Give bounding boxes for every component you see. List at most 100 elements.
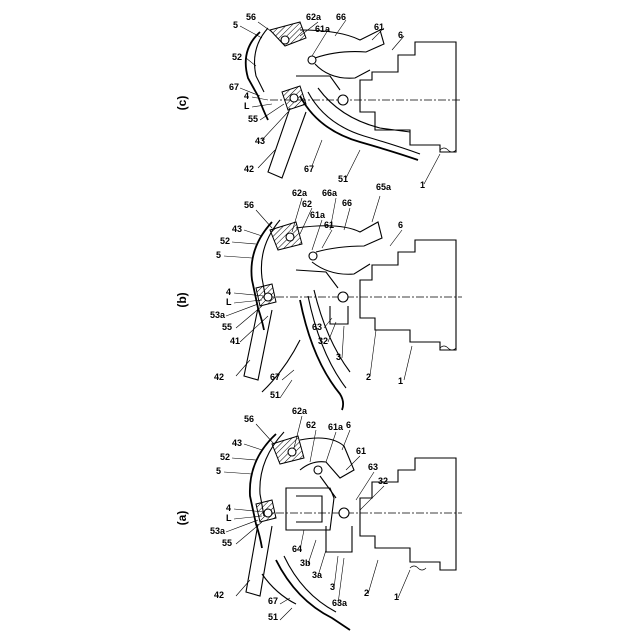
label-b-52: 52 [220,236,230,246]
label-b-6: 6 [398,220,403,230]
label-a-61a: 61a [328,422,344,432]
label-a-32: 32 [378,476,388,486]
pivot-4-a [264,509,272,517]
label-b-3: 3 [336,352,341,362]
label-b-42: 42 [214,372,224,382]
label-a-62: 62 [306,420,316,430]
label-b-62a: 62a [292,188,308,198]
label-b-53a: 53a [210,310,226,320]
pivot-62a-a [288,448,296,456]
label-b-61: 61 [324,220,334,230]
leaders-a [224,416,410,620]
piston-64-a [286,488,334,530]
label-c-43: 43 [255,136,265,146]
piston-inner-a [296,496,322,522]
base-body-c [360,42,456,152]
arm-61-b [296,222,382,252]
base-body-b [360,240,456,350]
pivot-62a-c [281,36,289,44]
label-a-52: 52 [220,452,230,462]
label-b-56: 56 [244,200,254,210]
link-c [296,76,340,90]
caption-a: (a) [175,511,189,526]
label-c-6: 6 [398,30,403,40]
label-b-1: 1 [398,376,403,386]
trigger-42-b [244,308,272,380]
label-a-62a: 62a [292,406,308,416]
base-wavy-c [440,148,456,152]
label-c-62a: 62a [306,12,322,22]
arm-66-b [312,262,370,274]
label-b-4: 4 [226,287,231,297]
label-b-32: 32 [318,336,328,346]
pivot-4-c [290,94,298,102]
label-a-6: 6 [346,420,351,430]
label-c-51: 51 [338,174,348,184]
label-c-61: 61 [374,22,384,32]
plunger-3-b [330,306,348,324]
label-c-56: 56 [246,12,256,22]
pivot-61-c [308,56,316,64]
label-a-4: 4 [226,503,231,513]
label-b-51: 51 [270,390,280,400]
label-c-55: 55 [248,114,258,124]
head-cover-a [250,434,276,548]
spring-67-b [262,340,300,392]
label-c-67: 67 [229,82,239,92]
label-b-41: 41 [230,336,240,346]
label-a-43: 43 [232,438,242,448]
label-a-3a: 3a [312,570,323,580]
label-c-5: 5 [233,20,238,30]
label-c-66: 66 [336,12,346,22]
pivot-61-b [309,252,317,260]
trigger-42-c [268,108,306,178]
label-a-5: 5 [216,466,221,476]
label-a-51: 51 [268,612,278,622]
label-a-61: 61 [356,446,366,456]
label-b-43: 43 [232,224,242,234]
pivot-6-b [338,292,348,302]
base-wavy-a [410,566,426,570]
arm-61-c [300,30,384,58]
label-b-5: 5 [216,250,221,260]
label-b-63: 63 [312,322,322,332]
link-b [296,270,338,288]
label-a-55: 55 [222,538,232,548]
label-a-56: 56 [244,414,254,424]
base-body-a [360,458,456,570]
label-b-66a: 66a [322,188,338,198]
arm-61-a [300,438,354,478]
link-a [320,476,336,498]
label-c-L: L [244,101,250,111]
pivot-62a-b [286,233,294,241]
labels-b: 5 56 52 43 4 L 53a 55 41 62a 62 61a 61 6… [210,182,412,400]
spring-lead-c [318,88,410,132]
pivot-6-c [338,95,348,105]
label-c-52: 52 [232,52,242,62]
label-a-67: 67 [268,596,278,606]
base-wavy-b [440,346,456,350]
label-b-L: L [226,297,232,307]
label-a-42: 42 [214,590,224,600]
label-c-1: 1 [420,180,425,190]
label-b-66: 66 [342,198,352,208]
pivot-6-a [339,508,349,518]
caption-c: (c) [175,96,189,111]
label-c-42: 42 [244,164,254,174]
label-b-61a: 61a [310,210,326,220]
label-a-64: 64 [292,544,302,554]
caption-b: (b) [175,292,189,307]
label-a-63a: 63a [332,598,348,608]
label-b-67: 67 [270,372,280,382]
label-a-63: 63 [368,462,378,472]
pivot-4-b [264,293,272,301]
label-c-4: 4 [244,91,249,101]
label-a-53a: 53a [210,526,226,536]
label-b-55: 55 [222,322,232,332]
label-b-65a: 65a [376,182,392,192]
label-a-L: L [226,513,232,523]
pivot-61-a [314,466,322,474]
label-c-61a: 61a [315,24,331,34]
label-b-62: 62 [302,199,312,209]
